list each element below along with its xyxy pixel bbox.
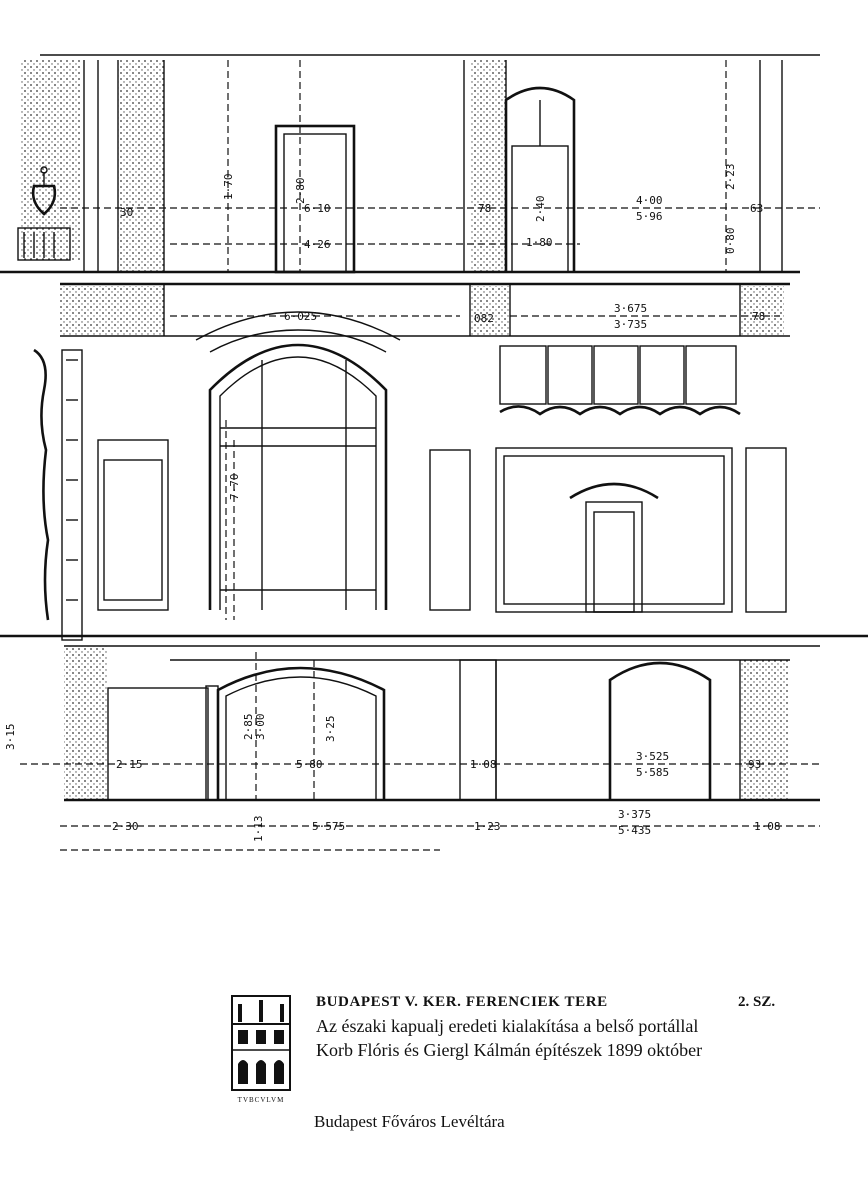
gateway-arch-right: [608, 661, 712, 800]
dim-mid-6-025: 6·025: [284, 310, 317, 323]
dim-top-6-10: 6·10: [304, 202, 331, 215]
dimension-labels: 1·70 2·80 6·10 4·26 78 2·40 1·80 4·00 5·…: [4, 164, 781, 843]
dim-low-3-00: 3·00: [254, 714, 267, 741]
logo-text: TVBCVLVM: [237, 1096, 285, 1104]
ornamental-frieze: [499, 345, 741, 416]
dim-bot-5-575: 5·575: [312, 820, 345, 833]
dim-top-2-80: 2·80: [294, 178, 307, 205]
dim-top-0-80: 0·80: [724, 228, 737, 255]
dim-low-1-08a: 1·08: [470, 758, 497, 771]
archive-credit: Budapest Főváros Levéltára: [314, 1112, 505, 1131]
dim-left-30: 30: [120, 206, 133, 219]
caption-subtitle: Az északi kapualj eredeti kialakítása a …: [316, 1016, 699, 1036]
dim-mid-3-735: 3·735: [614, 318, 647, 331]
dim-mid-082: 082: [474, 312, 494, 325]
dim-top-63: 63: [750, 202, 763, 215]
dim-top-2-40: 2·40: [534, 196, 547, 223]
dim-top-2-23: 2·23: [724, 164, 737, 191]
shop-panel: [495, 447, 733, 613]
dim-low-5-80: 5·80: [296, 758, 323, 771]
dim-low-93: 93: [748, 758, 761, 771]
dim-low-2-85: 2·85: [242, 714, 255, 741]
dim-low-3-25: 3·25: [324, 716, 337, 743]
caption-title: BUDAPEST V. KER. FERENCIEK TERE: [316, 994, 608, 1010]
tubculum-logo: [228, 992, 294, 1094]
urn-ornament: [17, 166, 71, 261]
dim-bot-3-375: 3·375: [618, 808, 651, 821]
upper-storey: [17, 54, 820, 274]
inner-portal: [569, 482, 659, 613]
dim-bot-1-13: 1·13: [252, 816, 265, 843]
dim-bot-5-435: 5·435: [618, 824, 651, 837]
ground-storey: [0, 311, 868, 641]
dim-top-5-96: 5·96: [636, 210, 663, 223]
architectural-elevation-drawing: 1·70 2·80 6·10 4·26 78 2·40 1·80 4·00 5·…: [0, 54, 868, 851]
dim-bot-1-08: 1·08: [754, 820, 781, 833]
caption-authors: Korb Flóris és Giergl Kálmán építészek 1…: [316, 1040, 703, 1060]
caryatid-figure: [33, 348, 50, 621]
dim-bot-2-30: 2·30: [112, 820, 139, 833]
dim-bot-1-23: 1·23: [474, 820, 501, 833]
dim-top-4-00: 4·00: [636, 194, 663, 207]
dim-top-78: 78: [478, 202, 491, 215]
gateway-arch-left: [216, 666, 386, 800]
dim-low-2-15: 2·15: [116, 758, 143, 771]
dim-low-3-525: 3·525: [636, 750, 669, 763]
dim-low-5-585: 5·585: [636, 766, 669, 779]
dim-low-3-15: 3·15: [4, 724, 17, 751]
upper-window-right: [504, 86, 576, 272]
basement-level: [20, 645, 820, 851]
entablature: [0, 270, 800, 337]
arched-window: [208, 343, 388, 610]
dim-mid-78: 78: [752, 310, 765, 323]
dim-mid-3-675: 3·675: [614, 302, 647, 315]
caption-title-number: 2. SZ.: [738, 994, 776, 1010]
dim-top-4-26: 4·26: [304, 238, 331, 251]
dim-top-1-80: 1·80: [526, 236, 553, 249]
dim-top-1-70: 1·70: [222, 174, 235, 201]
dim-mid-7-70: 7·70: [228, 474, 241, 501]
